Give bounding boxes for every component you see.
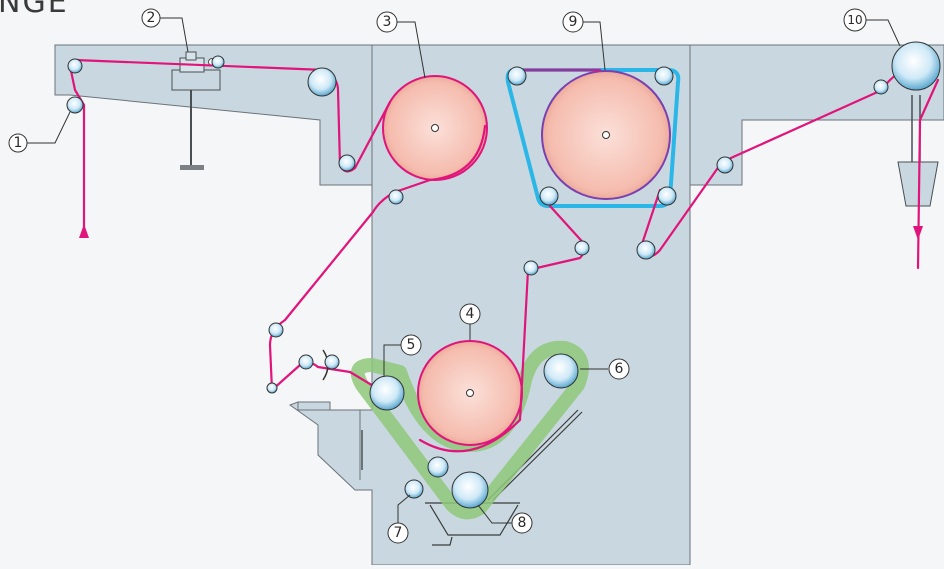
guide-rollers bbox=[66, 41, 941, 509]
guide-roller bbox=[427, 456, 449, 478]
guide-roller bbox=[67, 58, 83, 74]
guide-roller bbox=[307, 67, 337, 97]
felt-roller bbox=[539, 186, 559, 206]
guide-roller bbox=[211, 55, 225, 69]
callout-1-label: 1 bbox=[14, 135, 23, 151]
callout-7: 7 bbox=[387, 522, 409, 544]
bracket-outline bbox=[297, 402, 361, 480]
tension-device bbox=[171, 51, 221, 170]
callout-6-label: 6 bbox=[615, 361, 624, 377]
guide-roller bbox=[636, 240, 656, 260]
callout-5: 5 bbox=[400, 334, 422, 356]
felt-roller bbox=[507, 66, 527, 86]
scraper-blade-edge bbox=[492, 411, 583, 501]
callout-8-label: 8 bbox=[518, 515, 527, 531]
guide-roller bbox=[574, 240, 590, 256]
winding-cone bbox=[897, 161, 939, 207]
felt-roller-6 bbox=[543, 353, 579, 389]
web-arrow-out bbox=[913, 226, 923, 240]
guide-roller bbox=[298, 354, 314, 370]
guide-roller bbox=[523, 260, 539, 276]
pan-spout bbox=[432, 536, 453, 546]
callout-1: 1 bbox=[8, 133, 28, 153]
callout-10: 10 bbox=[843, 8, 867, 32]
collection-pan bbox=[429, 504, 519, 536]
guide-roller bbox=[266, 382, 278, 394]
callout-leaders bbox=[26, 17, 901, 524]
callout-2-label: 2 bbox=[147, 10, 156, 26]
callout-4: 4 bbox=[459, 303, 481, 325]
guide-roller bbox=[268, 322, 284, 338]
callout-9: 9 bbox=[562, 11, 584, 33]
machine-frame bbox=[54, 44, 944, 566]
felt-roller bbox=[654, 66, 674, 86]
callout-3: 3 bbox=[376, 11, 398, 33]
guide-roller bbox=[388, 189, 404, 205]
callout-4-label: 4 bbox=[466, 306, 475, 322]
guide-roller bbox=[873, 79, 889, 95]
drum-3-axle bbox=[431, 124, 439, 132]
page-title-fragment: NGE bbox=[0, 0, 69, 20]
guide-roller bbox=[338, 154, 356, 172]
guide-roller bbox=[324, 354, 340, 370]
callout-7-label: 7 bbox=[394, 525, 403, 541]
web-arrow-in bbox=[79, 224, 89, 238]
callout-10-label: 10 bbox=[847, 13, 862, 27]
callout-8: 8 bbox=[511, 512, 533, 534]
guide-roller bbox=[716, 156, 734, 174]
drum-9-axle bbox=[602, 131, 610, 139]
guide-roller-1 bbox=[66, 96, 84, 114]
winding-roll-10 bbox=[891, 41, 941, 91]
web-path bbox=[68, 58, 940, 453]
felt-roller bbox=[657, 186, 677, 206]
callout-5-label: 5 bbox=[407, 337, 416, 353]
callout-3-label: 3 bbox=[383, 14, 392, 30]
callout-9-label: 9 bbox=[569, 14, 578, 30]
callout-2: 2 bbox=[141, 8, 161, 28]
callout-6: 6 bbox=[608, 358, 630, 380]
guide-roller-7 bbox=[404, 479, 424, 499]
felt-roller-8 bbox=[451, 471, 489, 509]
felt-roller-5 bbox=[369, 375, 405, 411]
drum-4-axle bbox=[466, 389, 474, 397]
